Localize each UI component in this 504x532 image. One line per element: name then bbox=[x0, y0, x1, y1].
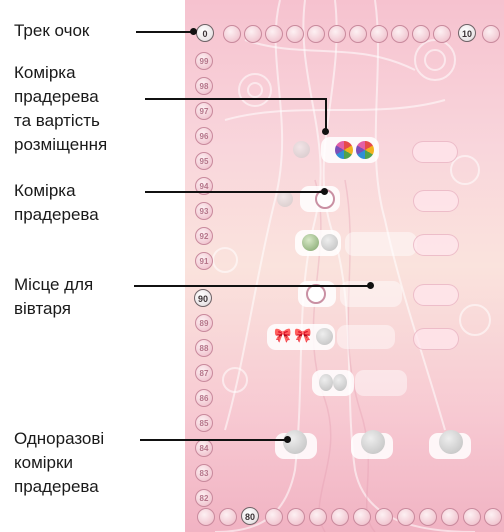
leader-line-score-track bbox=[136, 31, 194, 33]
token-icon bbox=[319, 374, 333, 391]
reward-pill bbox=[412, 141, 458, 163]
score-track-space bbox=[441, 508, 459, 526]
score-track-ten: 10 bbox=[458, 24, 476, 42]
score-track-space bbox=[412, 25, 430, 43]
leader-line-cost-vertical bbox=[325, 98, 327, 132]
cell-slot-faded bbox=[293, 141, 310, 158]
score-track-space bbox=[223, 25, 241, 43]
score-track-space: 82 bbox=[195, 489, 213, 507]
leader-dot bbox=[367, 282, 374, 289]
stack-token-icon bbox=[361, 430, 385, 454]
label-altar-place-line1: Місце для bbox=[14, 274, 93, 296]
label-prime-tree-cell-line2: прадерева bbox=[14, 204, 99, 226]
token-icon bbox=[316, 328, 333, 345]
score-track-space bbox=[370, 25, 388, 43]
score-track-space bbox=[463, 508, 481, 526]
score-track-space: 95 bbox=[195, 152, 213, 170]
score-track-start: 0 bbox=[196, 24, 214, 42]
leader-dot bbox=[322, 128, 329, 135]
game-board: 0 10 99 98 97 96 95 94 93 92 91 90 89 88… bbox=[185, 0, 504, 532]
altar-space[interactable] bbox=[355, 370, 407, 396]
score-track-space bbox=[244, 25, 262, 43]
leader-dot bbox=[190, 28, 197, 35]
score-track-space bbox=[219, 508, 237, 526]
label-prime-tree-cell-cost-line2: прадерева bbox=[14, 86, 99, 108]
label-single-use-cells-line3: прадерева bbox=[14, 476, 99, 498]
leader-line-cell bbox=[145, 191, 325, 193]
score-track-space: 99 bbox=[195, 52, 213, 70]
altar-space[interactable] bbox=[345, 232, 417, 256]
reward-pill bbox=[413, 234, 459, 256]
cell-slot-faded bbox=[277, 191, 293, 207]
label-prime-tree-cell-cost-line3: та вартість bbox=[14, 110, 100, 132]
reward-pill bbox=[413, 190, 459, 212]
score-track-space bbox=[286, 25, 304, 43]
token-icon bbox=[321, 234, 338, 251]
label-altar-place-line2: вівтаря bbox=[14, 298, 71, 320]
ribbon-icon: 🎀 bbox=[274, 327, 291, 344]
leader-dot bbox=[321, 188, 328, 195]
score-track-space bbox=[197, 508, 215, 526]
label-prime-tree-cell-cost-line1: Комірка bbox=[14, 62, 76, 84]
token-icon bbox=[333, 374, 347, 391]
gem-icon bbox=[302, 234, 319, 251]
leader-line-cost bbox=[145, 98, 327, 100]
score-track-space: 92 bbox=[195, 227, 213, 245]
score-track-space: 98 bbox=[195, 77, 213, 95]
score-track-space bbox=[287, 508, 305, 526]
label-prime-tree-cell-cost-line4: розміщення bbox=[14, 134, 107, 156]
score-track-space bbox=[307, 25, 325, 43]
leader-line-altar bbox=[134, 285, 370, 287]
reward-pill bbox=[413, 284, 459, 306]
score-track-space bbox=[391, 25, 409, 43]
score-track-space bbox=[419, 508, 437, 526]
cost-color-wheel-icon bbox=[335, 141, 353, 159]
leader-line-single-use bbox=[140, 439, 288, 441]
score-track-space: 88 bbox=[195, 339, 213, 357]
stack-token-icon bbox=[439, 430, 463, 454]
score-track-space bbox=[433, 25, 451, 43]
score-track-ninety: 90 bbox=[194, 289, 212, 307]
score-track-space: 87 bbox=[195, 364, 213, 382]
score-track-space bbox=[331, 508, 349, 526]
legend-panel: Трек очок Комірка прадерева та вартість … bbox=[0, 0, 185, 532]
label-score-track: Трек очок bbox=[14, 20, 89, 42]
label-single-use-cells-line2: комірки bbox=[14, 452, 73, 474]
label-prime-tree-cell-line1: Комірка bbox=[14, 180, 76, 202]
score-track-space bbox=[375, 508, 393, 526]
score-track-space bbox=[265, 25, 283, 43]
altar-space[interactable] bbox=[337, 325, 395, 349]
score-track-space: 85 bbox=[195, 414, 213, 432]
score-track-space: 83 bbox=[195, 464, 213, 482]
score-track-space bbox=[265, 508, 283, 526]
prime-tree-cell-ring bbox=[306, 284, 326, 304]
score-track-space: 89 bbox=[195, 314, 213, 332]
leader-dot bbox=[284, 436, 291, 443]
score-track-space bbox=[349, 25, 367, 43]
score-track-space: 91 bbox=[195, 252, 213, 270]
score-track-space bbox=[482, 25, 500, 43]
score-track-space bbox=[353, 508, 371, 526]
score-track-space: 93 bbox=[195, 202, 213, 220]
score-track-space bbox=[328, 25, 346, 43]
score-track-space bbox=[309, 508, 327, 526]
score-track-space: 96 bbox=[195, 127, 213, 145]
cost-color-wheel-icon bbox=[356, 141, 374, 159]
score-track-space: 84 bbox=[195, 439, 213, 457]
score-track-space bbox=[484, 508, 502, 526]
reward-pill bbox=[413, 328, 459, 350]
score-track-space: 97 bbox=[195, 102, 213, 120]
score-track-space: 86 bbox=[195, 389, 213, 407]
label-single-use-cells-line1: Одноразові bbox=[14, 428, 104, 450]
ribbon-icon: 🎀 bbox=[294, 327, 311, 344]
score-track-eighty: 80 bbox=[241, 507, 259, 525]
score-track-space bbox=[397, 508, 415, 526]
